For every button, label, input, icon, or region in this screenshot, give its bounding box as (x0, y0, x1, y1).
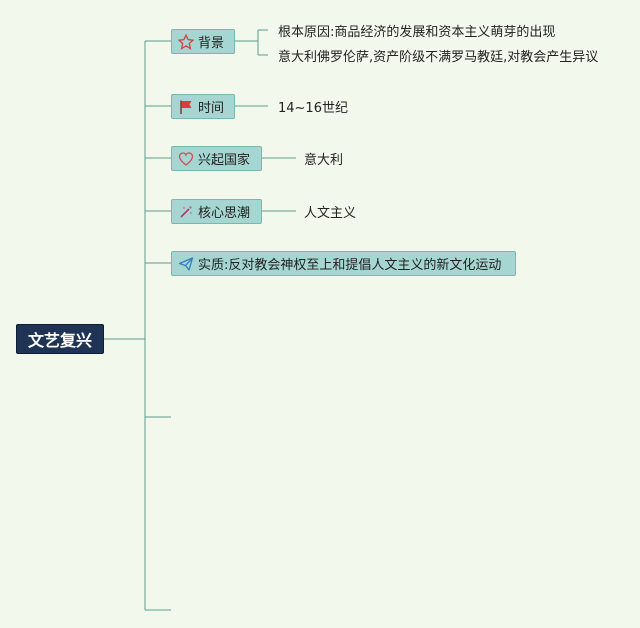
branch-background[interactable]: 背景 (171, 29, 235, 54)
send-icon (178, 256, 194, 271)
branch-label: 背景 (198, 36, 225, 51)
branch-label: 兴起国家 (198, 153, 251, 168)
star-icon (178, 33, 194, 50)
branch-label: 实质:反对教会神权至上和提倡人文主义的新文化运动 (198, 258, 502, 273)
branch-core-thought[interactable]: 核心思潮 (171, 199, 262, 224)
root-node[interactable]: 文艺复兴 (16, 324, 104, 354)
detail-time: 14~16世纪 (278, 101, 348, 116)
detail-thought: 人文主义 (304, 206, 357, 221)
branch-label: 时间 (198, 101, 225, 116)
wand-icon (180, 205, 192, 218)
flag-icon (180, 100, 192, 114)
branch-label: 核心思潮 (198, 206, 251, 221)
branch-essence[interactable]: 实质:反对教会神权至上和提倡人文主义的新文化运动 (171, 251, 516, 276)
heart-icon (178, 151, 194, 166)
branch-origin-country[interactable]: 兴起国家 (171, 146, 262, 171)
branch-time[interactable]: 时间 (171, 94, 235, 119)
detail-florence: 意大利佛罗伦萨,资产阶级不满罗马教廷,对教会产生异议 (278, 50, 599, 65)
root-label: 文艺复兴 (27, 331, 92, 350)
detail-country: 意大利 (304, 153, 344, 168)
detail-root-cause: 根本原因:商品经济的发展和资本主义萌芽的出现 (278, 25, 556, 40)
